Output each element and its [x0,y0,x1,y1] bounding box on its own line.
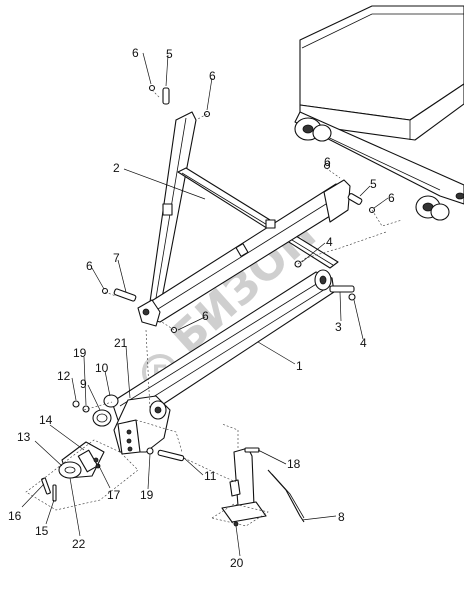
callout-5a: 5 [166,47,173,61]
assembly-guides [25,89,403,527]
callout-6e: 6 [86,259,93,273]
callout-3: 3 [335,320,342,334]
machine-body [294,5,464,221]
callout-18: 18 [287,457,301,471]
callout-16: 16 [8,509,22,523]
callout-4a: 4 [326,235,333,249]
callout-14: 14 [39,413,53,427]
callout-11: 11 [204,469,217,483]
callout-22: 22 [72,537,86,551]
callout-21: 21 [114,336,128,350]
leader-lines [21,52,389,557]
callout-6d: 6 [388,191,395,205]
callout-6a: 6 [132,46,139,60]
hardware-parts [41,84,376,502]
upper-frame [137,111,351,327]
callout-4b: 4 [360,336,367,350]
callout-17: 17 [107,488,121,502]
callout-2: 2 [113,161,120,175]
callout-15: 15 [35,524,49,538]
clevis-assembly [58,441,105,479]
callout-6b: 6 [209,69,216,83]
callout-labels: 6 5 6 2 6 5 6 4 6 7 6 3 4 21 1 19 10 12 … [8,46,395,570]
callout-19b: 19 [140,488,154,502]
callout-10: 10 [95,361,109,375]
callout-13: 13 [17,430,31,444]
callout-20: 20 [230,556,244,570]
callout-7: 7 [113,251,120,265]
callout-5b: 5 [370,177,377,191]
callout-9: 9 [80,377,87,391]
callout-8: 8 [338,510,345,524]
callout-12: 12 [57,369,71,383]
jack-stand [221,447,305,527]
callout-6f: 6 [202,309,209,323]
callout-1: 1 [296,359,303,373]
callout-19a: 19 [73,346,87,360]
callout-6c: 6 [324,155,331,169]
